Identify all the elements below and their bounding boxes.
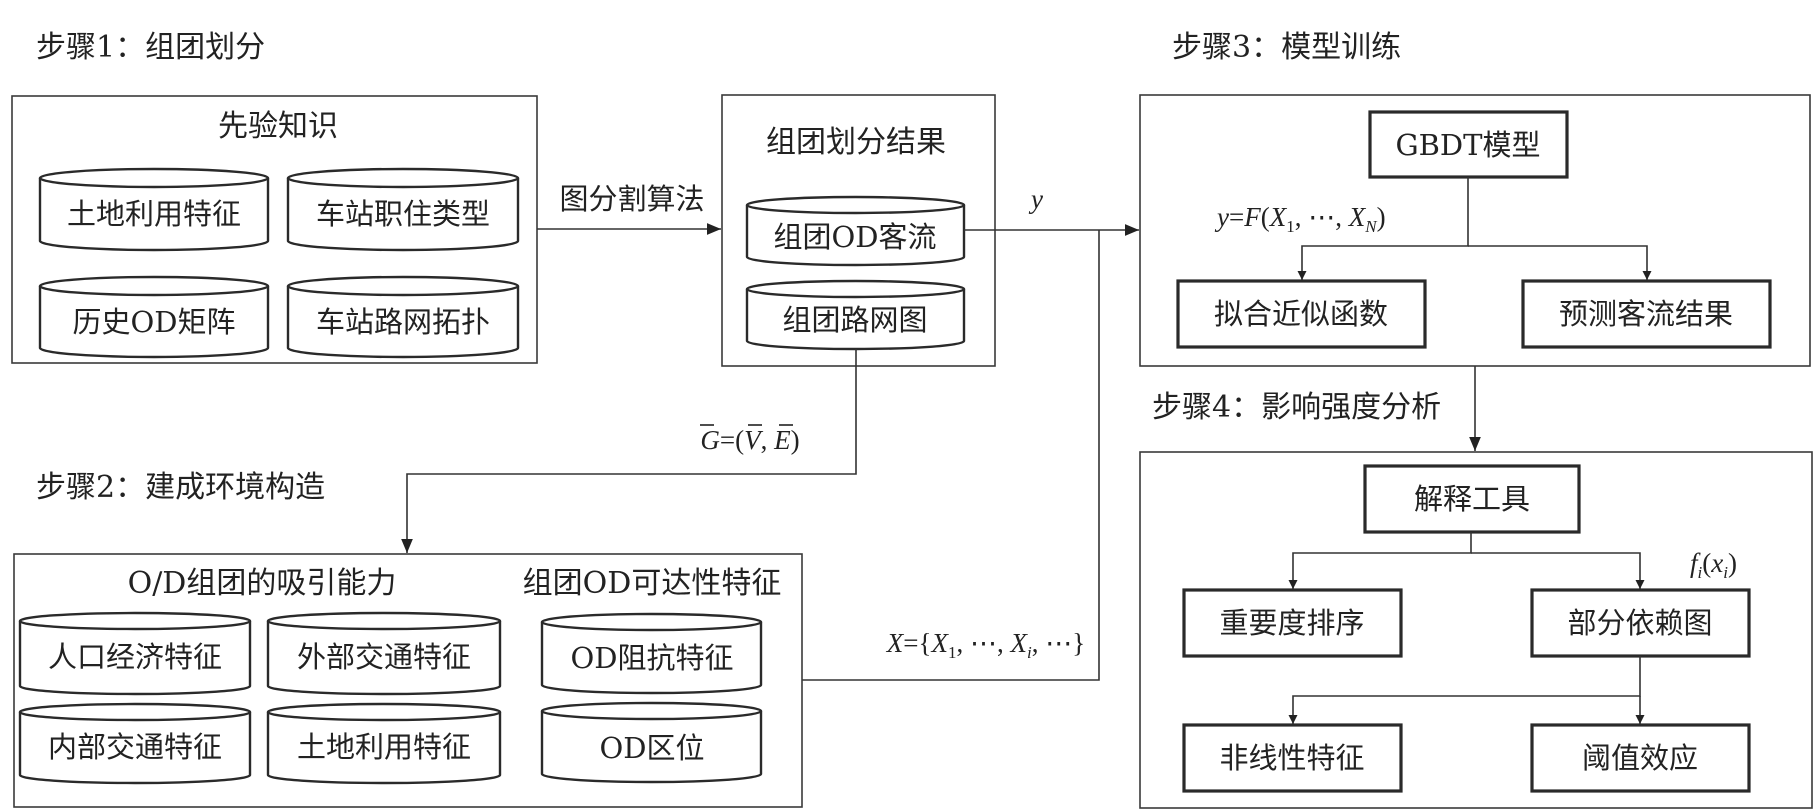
cylinder-label: 组团路网图 bbox=[782, 303, 927, 337]
cylinder-od-impedance: OD阻抗特征 bbox=[540, 612, 763, 695]
connector-x-features bbox=[802, 230, 1100, 681]
cylinder-label: OD区位 bbox=[599, 731, 704, 765]
prediction-label: 预测客流结果 bbox=[1559, 297, 1733, 331]
graph-label: G=(V, E) bbox=[700, 425, 799, 455]
accessibility-title: 组团OD可达性特征 bbox=[523, 566, 782, 601]
cylinder-station-job-housing: 车站职住类型 bbox=[286, 167, 520, 252]
arrow-to-importance bbox=[1288, 532, 1472, 589]
prior-knowledge-title: 先验知识 bbox=[218, 109, 338, 144]
arrow-to-fit-function bbox=[1297, 177, 1469, 280]
pdp-formula: fi(xi) bbox=[1690, 548, 1737, 582]
cylinder-label: 车站职住类型 bbox=[316, 197, 490, 231]
explain-tool-box bbox=[1363, 464, 1581, 534]
fit-function-box bbox=[1176, 279, 1427, 349]
partition-result-title: 组团划分结果 bbox=[766, 125, 946, 160]
gbdt-model-box bbox=[1368, 110, 1569, 179]
cylinder-label: 土地利用特征 bbox=[297, 730, 471, 764]
cylinder-land-use-step2: 土地利用特征 bbox=[266, 702, 502, 785]
y-label: y bbox=[1028, 184, 1043, 214]
arrow-graph-to-step2 bbox=[401, 349, 857, 553]
model-formula: y=F(X1, ⋯, XN) bbox=[1214, 202, 1386, 236]
cylinder-label: 组团OD客流 bbox=[773, 220, 936, 254]
threshold-label: 阈值效应 bbox=[1582, 741, 1698, 775]
cylinder-cluster-network: 组团路网图 bbox=[745, 279, 966, 351]
step3-section: 步骤3：模型训练 GBDT模型 y=F(X1, ⋯, XN) 拟合近似函数 预测… bbox=[1139, 30, 1811, 367]
cylinder-od-location: OD区位 bbox=[540, 701, 763, 784]
importance-ranking-label: 重要度排序 bbox=[1219, 606, 1364, 640]
cylinder-external-traffic: 外部交通特征 bbox=[266, 611, 502, 696]
step4-section: 步骤4：影响强度分析 解释工具 重要度排序 部分依赖图 fi(xi) 非线性特征… bbox=[1139, 390, 1813, 809]
cylinder-label: 土地利用特征 bbox=[67, 197, 241, 231]
cylinder-network-topology: 车站路网拓扑 bbox=[286, 275, 520, 359]
x-features-label: X={X1, ⋯, Xi, ⋯} bbox=[886, 628, 1085, 662]
cylinder-label: OD阻抗特征 bbox=[570, 641, 733, 675]
cylinder-label: 车站路网拓扑 bbox=[316, 305, 490, 339]
prediction-box bbox=[1521, 279, 1772, 349]
step2-section: 步骤2：建成环境构造 O/D组团的吸引能力 组团OD可达性特征 人口经济特征 外… bbox=[13, 470, 803, 808]
step1-title: 步骤1：组团划分 bbox=[36, 30, 265, 65]
cylinder-cluster-od-flow: 组团OD客流 bbox=[745, 195, 966, 267]
gbdt-model-label: GBDT模型 bbox=[1395, 128, 1540, 162]
explain-tool-label: 解释工具 bbox=[1414, 482, 1530, 516]
threshold-box bbox=[1530, 723, 1751, 793]
step2-title: 步骤2：建成环境构造 bbox=[36, 470, 325, 505]
cylinder-label: 外部交通特征 bbox=[297, 640, 471, 674]
nonlinear-label: 非线性特征 bbox=[1219, 741, 1364, 775]
pdp-label: 部分依赖图 bbox=[1567, 606, 1712, 640]
cylinder-label: 内部交通特征 bbox=[48, 730, 222, 764]
fit-function-label: 拟合近似函数 bbox=[1214, 297, 1388, 331]
cylinder-land-use: 土地利用特征 bbox=[38, 167, 270, 252]
cylinder-internal-traffic: 内部交通特征 bbox=[18, 702, 252, 785]
importance-ranking-box bbox=[1182, 588, 1403, 658]
cylinder-population-economy: 人口经济特征 bbox=[18, 611, 252, 696]
step3-title: 步骤3：模型训练 bbox=[1172, 30, 1401, 65]
cylinder-historical-od: 历史OD矩阵 bbox=[38, 275, 270, 359]
partition-result-section: 组团划分结果 组团OD客流 组团路网图 bbox=[721, 94, 996, 367]
arrow-to-nonlinear bbox=[1288, 656, 1641, 724]
step4-title: 步骤4：影响强度分析 bbox=[1152, 390, 1441, 425]
step1-section: 步骤1：组团划分 先验知识 土地利用特征 车站职住类型 历史OD矩阵 车站路网拓… bbox=[11, 30, 538, 364]
nonlinear-box bbox=[1182, 723, 1403, 793]
arrow-to-pdp bbox=[1471, 552, 1645, 589]
cylinder-label: 人口经济特征 bbox=[48, 640, 222, 674]
attraction-title: O/D组团的吸引能力 bbox=[128, 566, 397, 601]
graph-partition-label: 图分割算法 bbox=[559, 182, 704, 216]
arrow-to-prediction bbox=[1468, 245, 1652, 280]
cylinder-label: 历史OD矩阵 bbox=[72, 305, 235, 339]
